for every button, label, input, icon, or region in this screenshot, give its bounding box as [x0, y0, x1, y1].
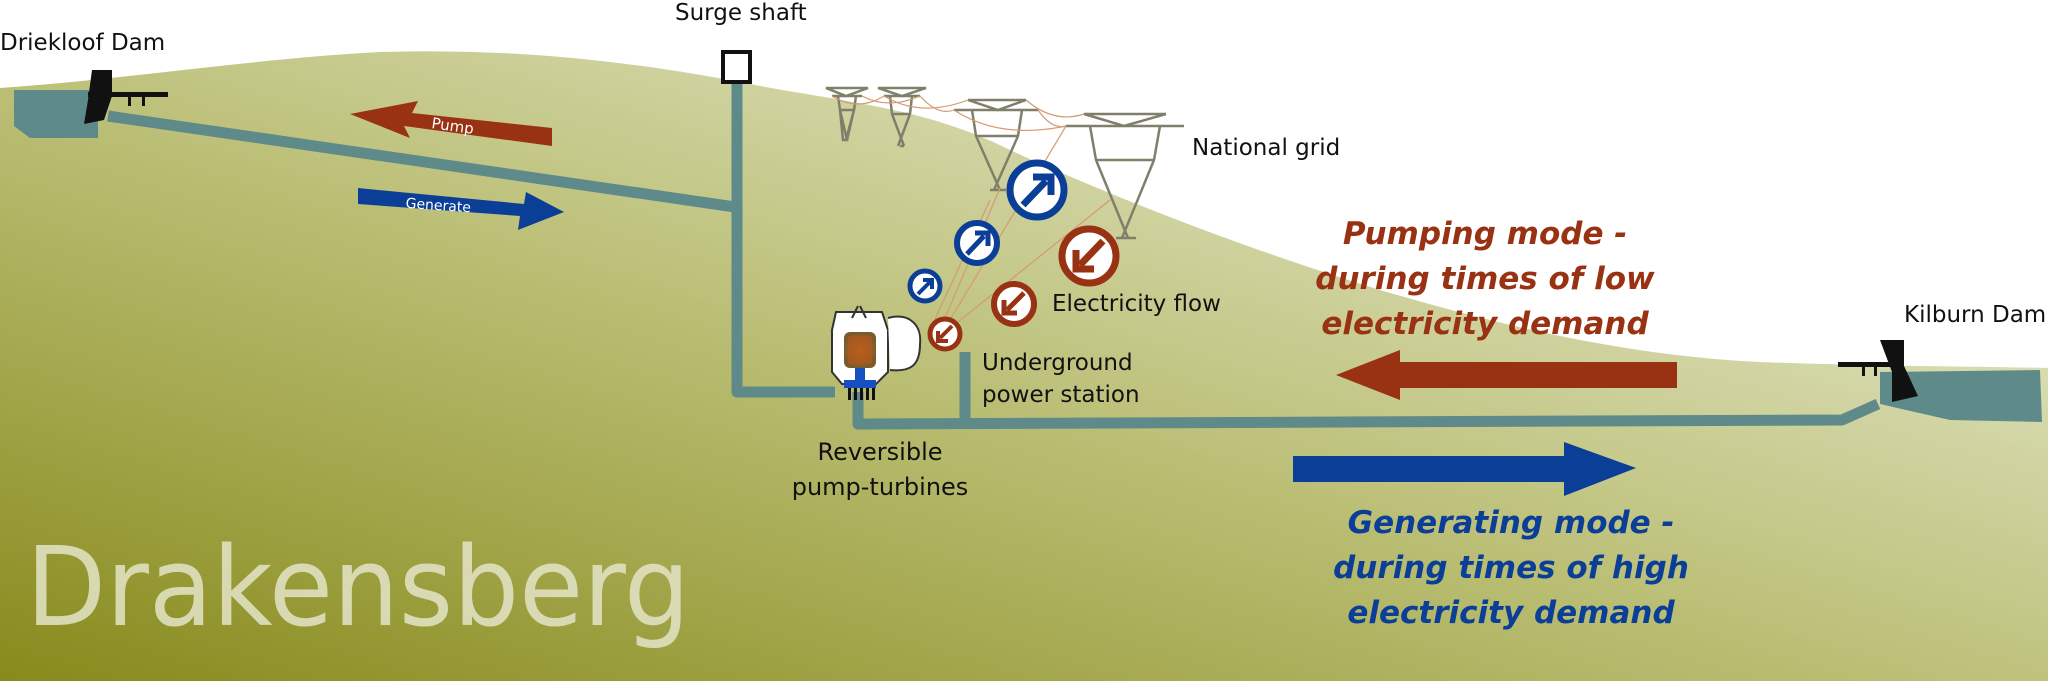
pumping-mode-line1: Pumping mode -	[1343, 216, 1627, 252]
tower-4	[1066, 112, 1184, 240]
flow-pump-large-icon	[1058, 225, 1120, 287]
electricity-flow-pump	[927, 225, 1120, 352]
tower-2	[877, 86, 927, 148]
electricity-flow-label: Electricity flow	[1052, 291, 1221, 317]
generate-arrow-label: Generate	[405, 196, 471, 217]
generate-arrow: Generate	[358, 188, 564, 230]
reversible-label-line1: Reversible	[817, 438, 942, 466]
generating-mode-line1: Generating mode -	[1348, 505, 1675, 541]
generating-mode-arrow	[1293, 442, 1636, 496]
generating-mode-line2: during times of high	[1333, 550, 1689, 586]
tower-3	[954, 98, 1038, 192]
pumping-mode-text: Pumping mode - during times of low elect…	[1315, 216, 1655, 342]
generating-mode-line3: electricity demand	[1347, 595, 1675, 631]
flow-pump-small-icon	[927, 316, 963, 352]
national-grid-label: National grid	[1192, 135, 1340, 161]
kilburn-reservoir	[1880, 370, 2042, 422]
pumping-mode-line3: electricity demand	[1321, 306, 1649, 342]
underground-label-line2: power station	[982, 382, 1140, 408]
surge-shaft-label: Surge shaft	[675, 0, 807, 26]
underground-label-line1: Underground	[982, 350, 1133, 376]
surge-shaft-box	[721, 50, 752, 84]
electricity-flow-generate	[907, 159, 1068, 304]
driekloof-dam-label: Driekloof Dam	[0, 30, 165, 56]
pumping-mode-line2: during times of low	[1315, 261, 1655, 297]
national-grid-towers	[825, 86, 1184, 240]
generating-mode-text: Generating mode - during times of high e…	[1333, 505, 1689, 631]
flow-pump-medium-icon	[991, 281, 1037, 327]
kilburn-dam-wall	[1838, 340, 1918, 402]
flow-generate-small-icon	[907, 268, 943, 304]
kilburn-dam-label: Kilburn Dam	[1904, 302, 2046, 328]
pump-turbine-machine	[831, 305, 922, 400]
driekloof-reservoir	[14, 90, 98, 138]
pump-arrow: Pump	[350, 101, 552, 146]
pumping-mode-arrow	[1336, 350, 1677, 400]
region-label: Drakensberg	[26, 523, 690, 651]
flow-generate-large-icon	[1006, 159, 1068, 221]
tower-1	[825, 86, 869, 142]
driekloof-dam-wall	[84, 70, 168, 124]
flow-generate-medium-icon	[954, 220, 1000, 266]
pump-arrow-label: Pump	[430, 114, 475, 138]
water-conduits	[107, 82, 1881, 430]
reversible-label-line2: pump-turbines	[792, 473, 969, 501]
